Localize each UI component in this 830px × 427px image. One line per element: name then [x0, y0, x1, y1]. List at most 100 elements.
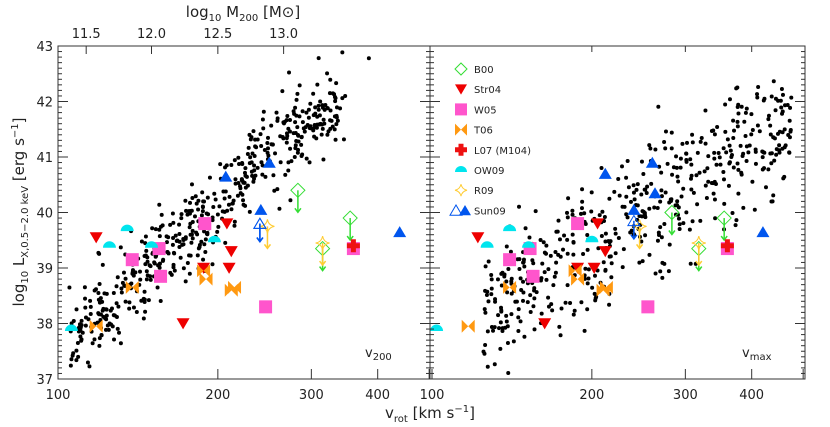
- simulation-point: [112, 313, 117, 318]
- simulation-point: [659, 170, 664, 175]
- simulation-point: [252, 168, 257, 173]
- simulation-point: [299, 142, 304, 147]
- simulation-point: [78, 334, 83, 339]
- simulation-point: [777, 143, 782, 148]
- panel-label-vmax: vmax: [742, 346, 772, 363]
- simulation-point: [498, 320, 503, 325]
- simulation-point: [328, 108, 333, 113]
- simulation-point: [521, 279, 526, 284]
- simulation-point: [602, 215, 607, 220]
- simulation-point: [525, 300, 530, 305]
- simulation-point: [265, 135, 270, 140]
- simulation-point: [332, 127, 337, 132]
- simulation-point: [103, 327, 108, 332]
- simulation-point: [642, 213, 647, 218]
- simulation-point: [283, 172, 288, 177]
- simulation-point: [652, 205, 657, 210]
- simulation-point: [736, 167, 741, 172]
- simulation-point: [201, 199, 206, 204]
- simulation-point: [296, 147, 301, 152]
- simulation-point: [613, 231, 618, 236]
- simulation-point: [705, 166, 710, 171]
- legend-item: Str04: [455, 84, 501, 96]
- simulation-point: [568, 300, 573, 305]
- simulation-point: [97, 336, 102, 341]
- simulation-point: [589, 190, 594, 195]
- simulation-point: [114, 301, 119, 306]
- simulation-point: [688, 176, 693, 181]
- simulation-point: [320, 126, 325, 131]
- simulation-point: [653, 147, 658, 152]
- simulation-point: [106, 327, 111, 332]
- simulation-point: [328, 126, 333, 131]
- simulation-point: [676, 205, 681, 210]
- simulation-point: [747, 143, 752, 148]
- simulation-point: [67, 285, 72, 290]
- simulation-point: [532, 327, 537, 332]
- simulation-point: [721, 146, 726, 151]
- simulation-point: [100, 299, 105, 304]
- simulation-point: [538, 278, 543, 283]
- simulation-point: [773, 108, 778, 113]
- simulation-point: [749, 132, 754, 137]
- simulation-point: [658, 269, 663, 274]
- simulation-point: [735, 119, 740, 124]
- simulation-point: [649, 181, 654, 186]
- simulation-point: [578, 211, 583, 216]
- simulation-point: [659, 194, 664, 199]
- simulation-point: [688, 157, 693, 162]
- simulation-point: [586, 267, 591, 272]
- simulation-point: [579, 300, 584, 305]
- simulation-point: [540, 261, 545, 266]
- simulation-point: [741, 205, 746, 210]
- legend-label: R09: [474, 186, 494, 197]
- simulation-point: [127, 300, 132, 305]
- simulation-point: [516, 315, 521, 320]
- simulation-point: [304, 156, 309, 161]
- simulation-point: [150, 226, 155, 231]
- simulation-point: [565, 237, 570, 242]
- simulation-point: [144, 248, 149, 253]
- simulation-point: [667, 200, 672, 205]
- simulation-point: [486, 259, 491, 264]
- simulation-point: [144, 269, 149, 274]
- simulation-point: [291, 131, 296, 136]
- simulation-point: [193, 194, 198, 199]
- simulation-point: [295, 125, 300, 130]
- top-tick-label: 12.0: [137, 27, 166, 42]
- simulation-point: [647, 143, 652, 148]
- simulation-point: [500, 328, 505, 333]
- simulation-point: [248, 137, 253, 142]
- simulation-point: [269, 123, 274, 128]
- simulation-point: [504, 319, 509, 324]
- simulation-point: [160, 258, 165, 263]
- simulation-point: [92, 288, 97, 293]
- simulation-point: [735, 85, 740, 90]
- simulation-point: [505, 340, 510, 345]
- simulation-point: [192, 214, 197, 219]
- simulation-point: [325, 132, 330, 137]
- simulation-point: [329, 118, 334, 123]
- x-tick-label: 200: [205, 388, 230, 403]
- simulation-point: [553, 270, 558, 275]
- simulation-point: [318, 99, 323, 104]
- simulation-point: [238, 184, 243, 189]
- simulation-point: [223, 240, 228, 245]
- simulation-point: [738, 143, 743, 148]
- simulation-point: [98, 317, 103, 322]
- simulation-point: [172, 268, 177, 273]
- simulation-point: [771, 79, 776, 84]
- simulation-point: [491, 328, 496, 333]
- simulation-point: [96, 297, 101, 302]
- simulation-point: [655, 238, 660, 243]
- simulation-point: [629, 228, 634, 233]
- simulation-point: [678, 156, 683, 161]
- simulation-point: [639, 159, 644, 164]
- simulation-point: [616, 177, 621, 182]
- simulation-point: [141, 316, 146, 321]
- simulation-point: [497, 326, 502, 331]
- simulation-point: [166, 251, 171, 256]
- simulation-point: [143, 309, 148, 314]
- simulation-point: [249, 160, 254, 165]
